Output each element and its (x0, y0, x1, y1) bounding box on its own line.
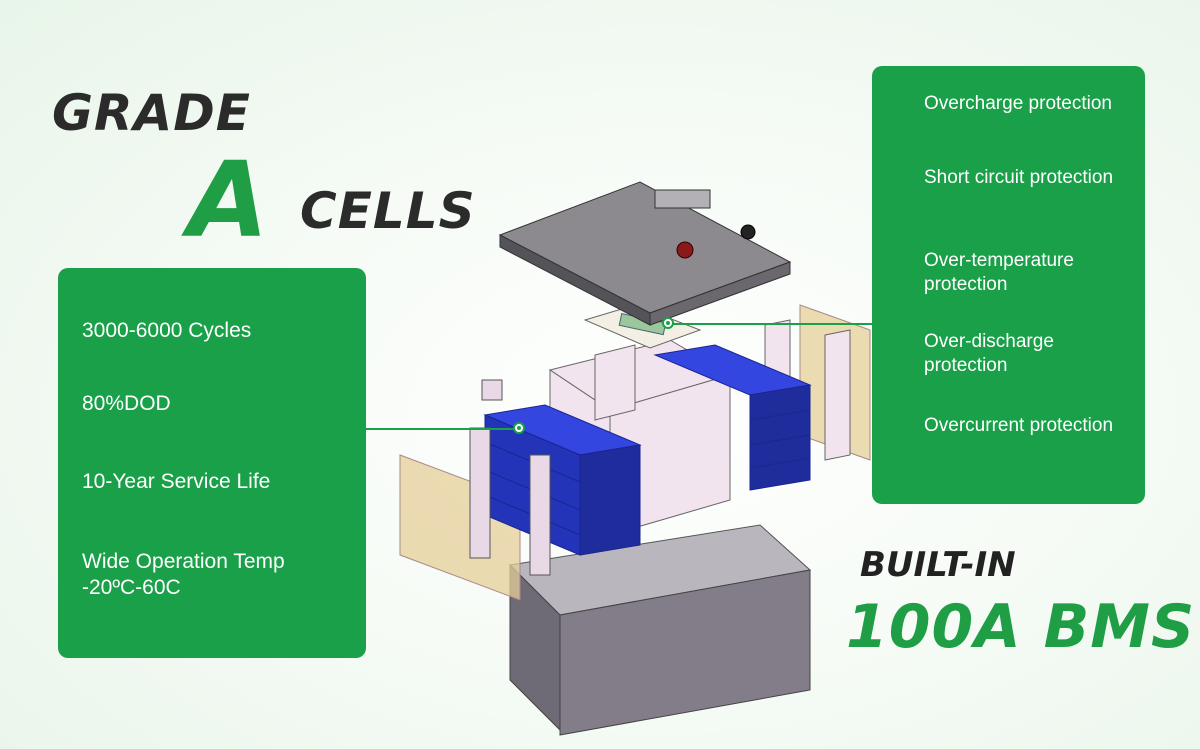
heading-big-a: A (188, 139, 269, 261)
feature-temp-range: -20ºC-60C (82, 576, 181, 599)
heading-grade: GRADE (52, 84, 251, 142)
battery-lid (498, 181, 792, 326)
feature-operation-temp: Wide Operation Temp (82, 550, 285, 573)
cell-stack-back (653, 344, 812, 491)
bms-board (583, 304, 702, 349)
protections-panel: Overcharge protection Short circuit prot… (872, 66, 1145, 504)
bms-built-in-label: BUILT-IN (860, 545, 1016, 585)
protection-overcharge: Overcharge protection (924, 93, 1112, 114)
feature-cycles: 3000-6000 Cycles (82, 319, 252, 342)
protection-over-discharge: Over-discharge protection (924, 331, 1054, 376)
heading-cells: CELLS (300, 182, 476, 240)
callout-dot-bms (662, 317, 674, 329)
feature-dod: 80%DOD (82, 392, 171, 415)
protection-over-temperature: Over-temperature protection (924, 250, 1074, 295)
protection-short-circuit: Short circuit protection (924, 167, 1114, 188)
busbars (469, 379, 551, 576)
callout-line-cells (366, 428, 518, 430)
bms-rating-label: 100A BMS (846, 592, 1196, 662)
callout-dot-cells (513, 422, 525, 434)
features-panel: 3000-6000 Cycles 80%DOD 10-Year Service … (58, 268, 366, 658)
protection-overcurrent: Overcurrent protection (924, 415, 1114, 436)
feature-service-life: 10-Year Service Life (82, 470, 271, 493)
callout-line-bms (668, 323, 872, 325)
battery-exploded-illustration (399, 181, 871, 736)
battery-case (508, 524, 812, 736)
